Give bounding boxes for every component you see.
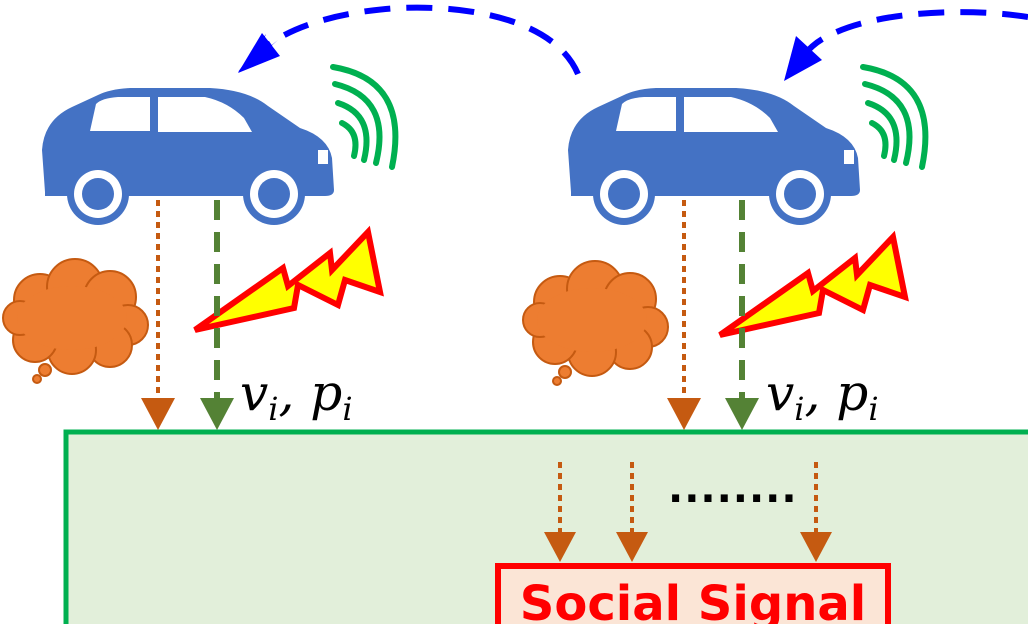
signal-arrow-2 [725, 200, 759, 430]
vehicle-1-signal-label: vi, pi [240, 364, 353, 428]
wifi-icon-2 [860, 64, 929, 170]
thought-arrow-2 [667, 200, 701, 430]
car-icon-1 [42, 88, 334, 225]
social-signal-label: Social Signal [520, 576, 866, 624]
relation-arrow-1 [238, 4, 581, 76]
wifi-icon-1 [330, 64, 399, 170]
lightning-icon-2 [718, 230, 909, 338]
thought-cloud-icon-2 [522, 260, 669, 386]
ellipsis: ........ [668, 466, 798, 512]
aggregation-arrow-3 [800, 462, 832, 562]
aggregation-arrow-2 [616, 462, 648, 562]
thought-cloud-icon-1 [2, 258, 149, 384]
vehicle-2-signal-label: vi, pi [766, 364, 879, 428]
aggregation-arrow-1 [544, 462, 576, 562]
social-signal-box [495, 563, 891, 624]
lightning-icon-1 [193, 225, 384, 333]
thought-arrow-1 [141, 200, 175, 430]
signal-arrow-1 [200, 200, 234, 430]
relation-arrow-2 [784, 9, 1028, 81]
car-icon-2 [568, 88, 860, 225]
